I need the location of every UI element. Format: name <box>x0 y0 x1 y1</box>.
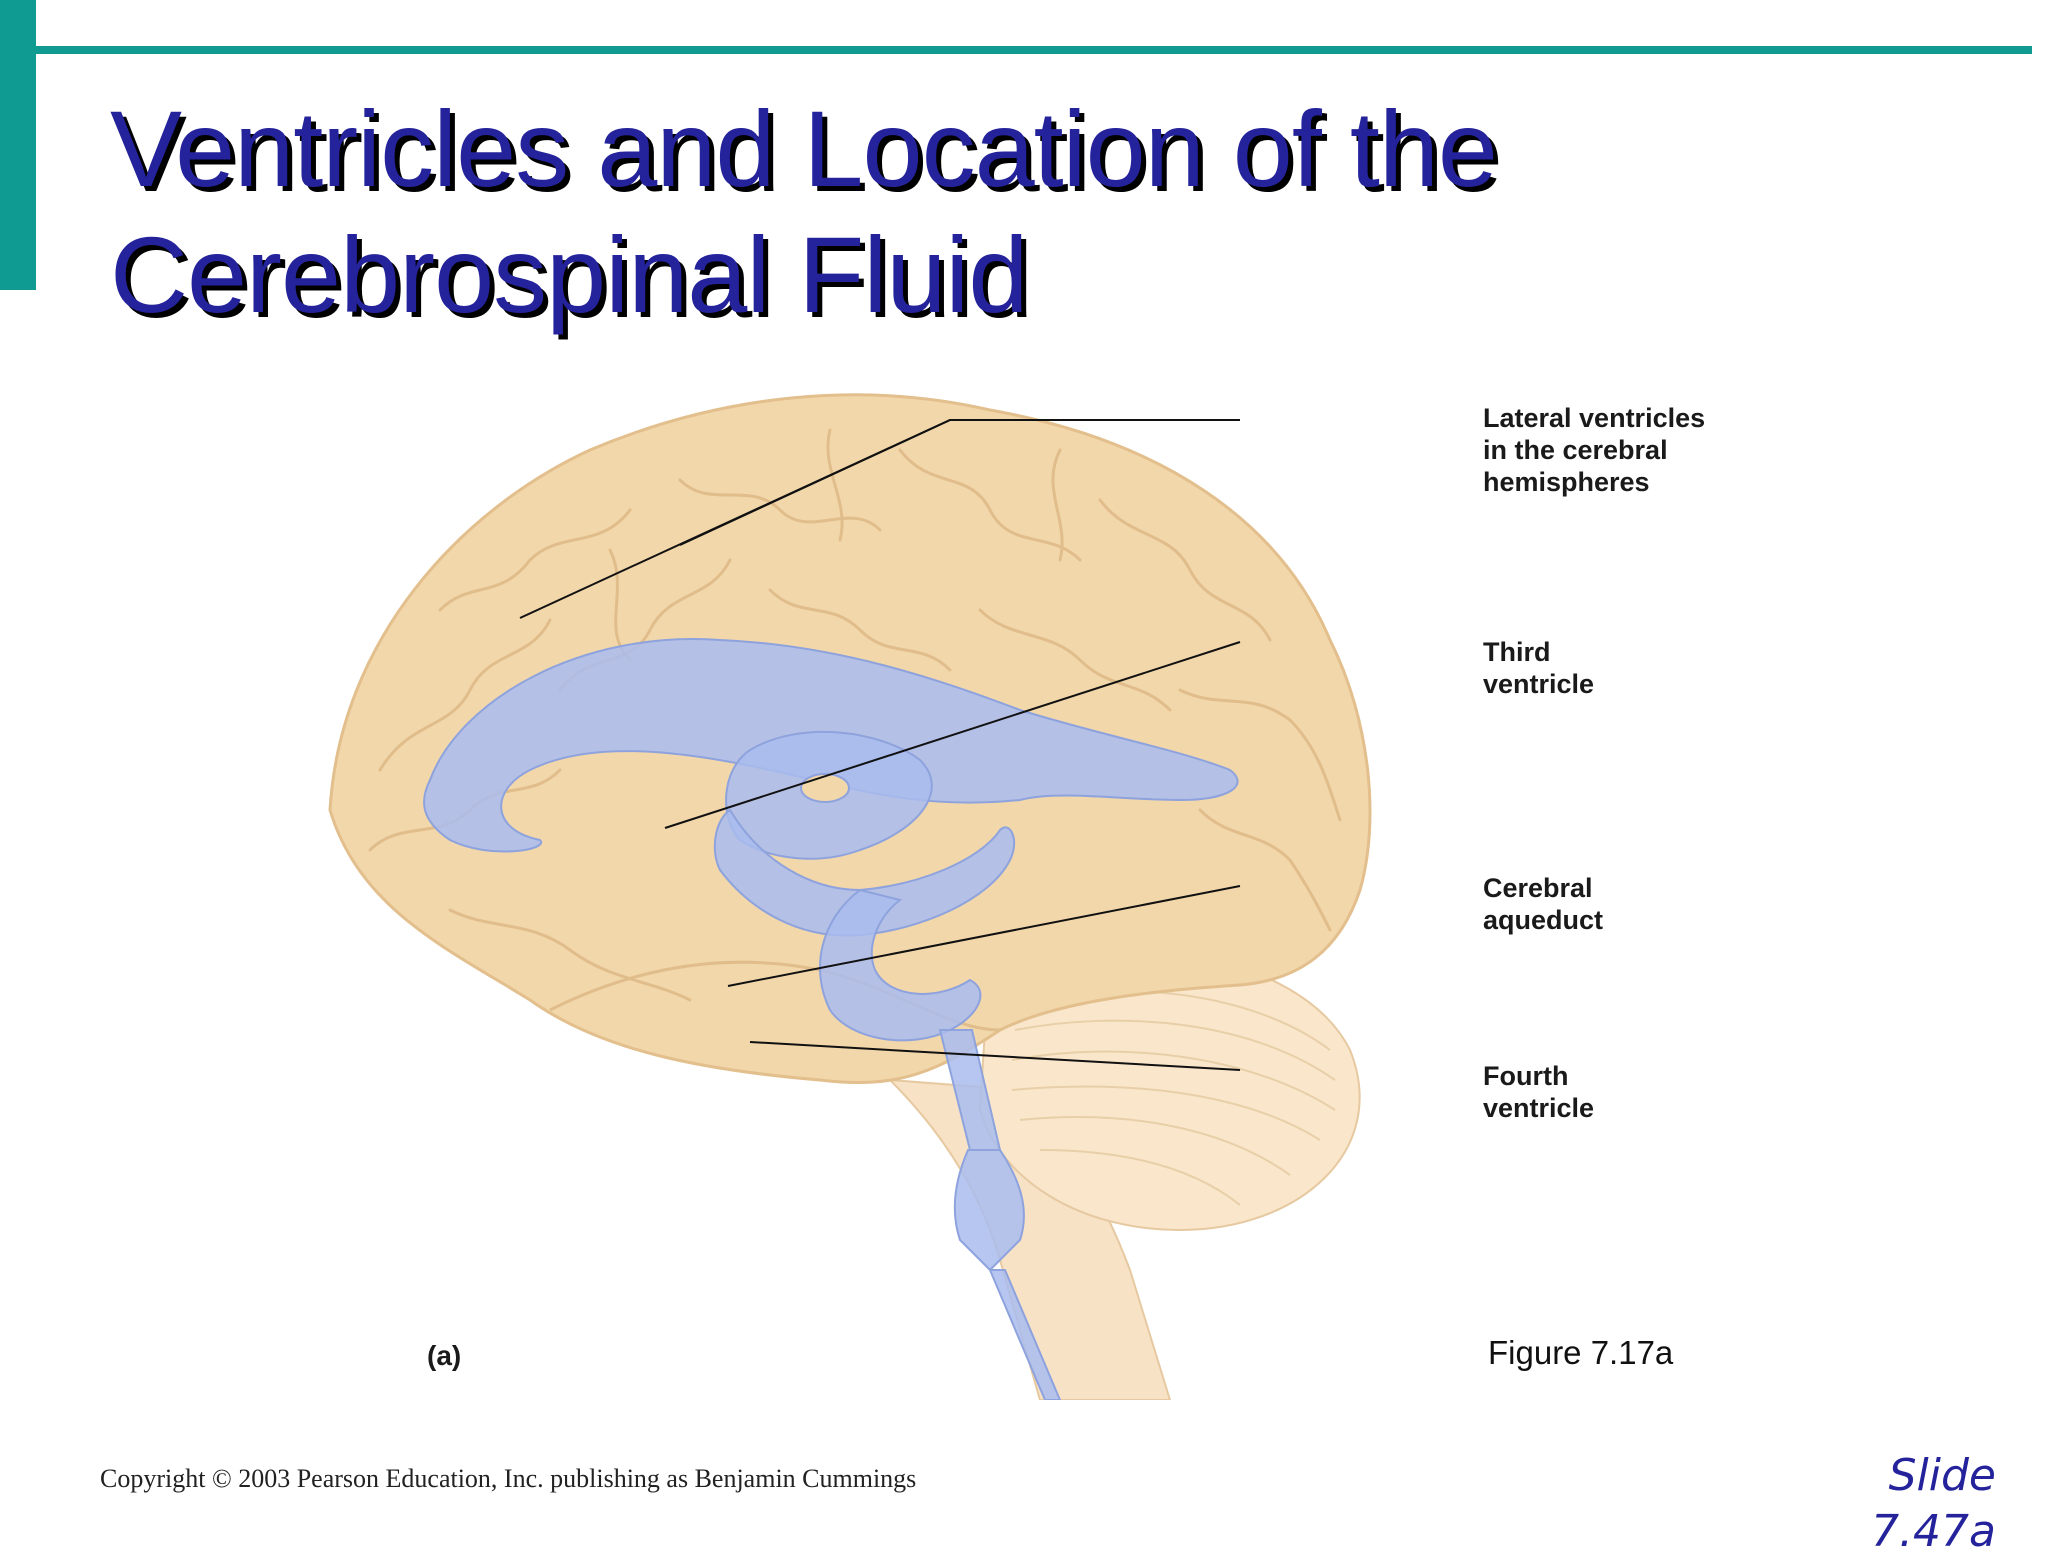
slide-label: Slide <box>1888 1450 1996 1501</box>
slide-number: Slide 7.47a <box>1796 1448 1996 1560</box>
title-line-2: Cerebrospinal Fluid <box>110 214 1028 335</box>
fourth-ventricle-label: Fourth ventricle <box>1483 1061 1595 1123</box>
slide-number-value: 7.47a <box>1871 1506 1996 1557</box>
leader-third <box>664 641 1241 829</box>
lateral-ventricles-label: Lateral ventricles in the cerebral hemis… <box>1483 403 1706 497</box>
temporal-horn-shape <box>819 888 982 1042</box>
figure-reference: Figure 7.17a <box>1488 1334 1674 1371</box>
copyright-notice: Copyright © 2003 Pearson Education, Inc.… <box>100 1464 917 1493</box>
cerebral-aqueduct-label: Cerebral aqueduct <box>1483 873 1604 935</box>
panel-letter: (a) <box>427 1340 462 1371</box>
slide-title: Ventricles and Location of the Cerebrosp… <box>110 86 1810 338</box>
accent-bar <box>0 0 36 290</box>
third-ventricle-label: Third ventricle <box>1483 637 1595 699</box>
leader-aqueduct <box>727 885 1241 987</box>
inferior-horn-shape <box>713 808 1016 937</box>
title-line-1: Ventricles and Location of the <box>110 88 1498 209</box>
brain-ventricle-diagram <box>300 390 1800 1400</box>
leader-fourth <box>749 1041 1241 1071</box>
top-rule <box>36 46 2032 54</box>
central-canal-shape <box>988 1269 1062 1400</box>
fourth-ventricle-shape <box>953 1149 1025 1272</box>
